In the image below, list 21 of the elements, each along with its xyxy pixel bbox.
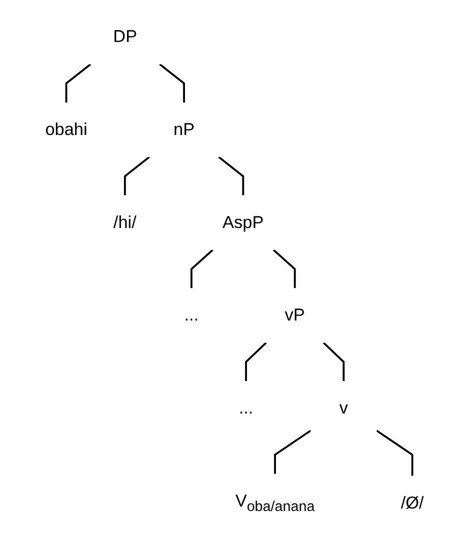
connector: [65, 63, 92, 102]
connector: [245, 342, 267, 382]
connector: [376, 430, 414, 476]
node-text: obahi: [45, 120, 88, 139]
node-text: v: [339, 398, 348, 418]
node-text: /Ø/: [400, 493, 424, 512]
connector: [190, 249, 214, 288]
connector: [218, 156, 244, 196]
node-text: AspP: [222, 212, 264, 232]
connector: [124, 156, 150, 196]
node-text: V$_{oba/anana}$: [235, 491, 315, 515]
node-text: DP: [113, 26, 138, 46]
node-text: ...: [238, 398, 254, 418]
node-text: ...: [184, 305, 199, 325]
connector: [322, 342, 345, 382]
node-text: /hi/: [113, 212, 136, 232]
connector: [159, 63, 185, 102]
connector: [272, 249, 296, 288]
connector: [274, 430, 312, 474]
node-text: vP: [284, 305, 305, 325]
node-text: nP: [173, 120, 195, 139]
